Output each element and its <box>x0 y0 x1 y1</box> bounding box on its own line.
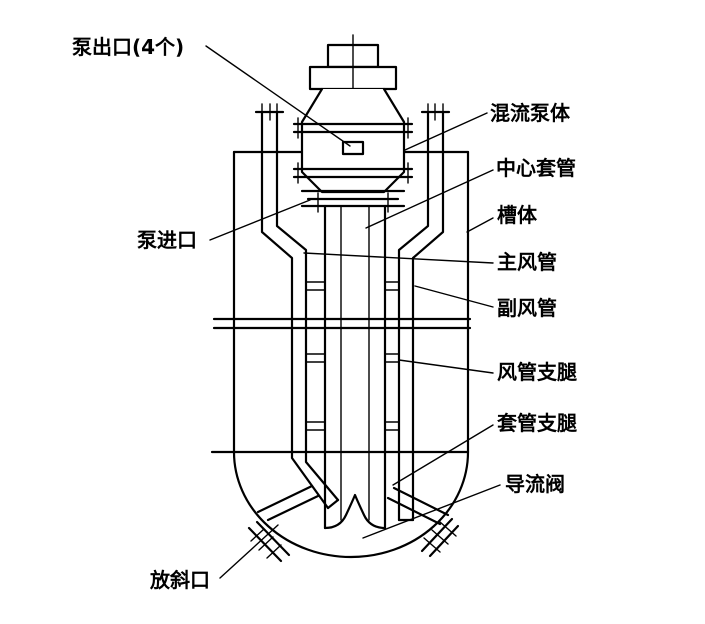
label-sleeve-legs: 套管支腿 <box>497 411 577 435</box>
center-sleeve <box>323 204 387 530</box>
label-tank-body: 槽体 <box>497 203 537 227</box>
label-guide-valve: 导流阀 <box>505 472 565 496</box>
main-air-pipe-right <box>397 103 451 522</box>
label-pump-outlet: 泵出口(4个) <box>72 35 185 59</box>
label-mixed-flow-pump-body: 混流泵体 <box>490 101 570 125</box>
label-center-sleeve: 中心套管 <box>496 156 576 180</box>
mixed-flow-pump-body <box>292 87 414 213</box>
main-air-pipe-left <box>254 103 340 510</box>
label-drain-outlet: 放斜口 <box>150 568 210 592</box>
cross-pipe <box>212 317 472 330</box>
leader-lines <box>205 45 501 579</box>
pipe-legs <box>305 281 400 431</box>
label-main-air-pipe: 主风管 <box>497 250 557 274</box>
motor-cap <box>308 34 398 97</box>
drain-outlet-right <box>420 517 460 558</box>
label-air-pipe-legs: 风管支腿 <box>497 360 577 384</box>
drain-outlet-left <box>247 520 291 563</box>
label-aux-air-pipe: 副风管 <box>497 296 557 320</box>
label-pump-inlet: 泵进口 <box>137 228 197 252</box>
sleeve-support-legs <box>256 484 450 526</box>
tank-body-outline <box>210 138 470 559</box>
